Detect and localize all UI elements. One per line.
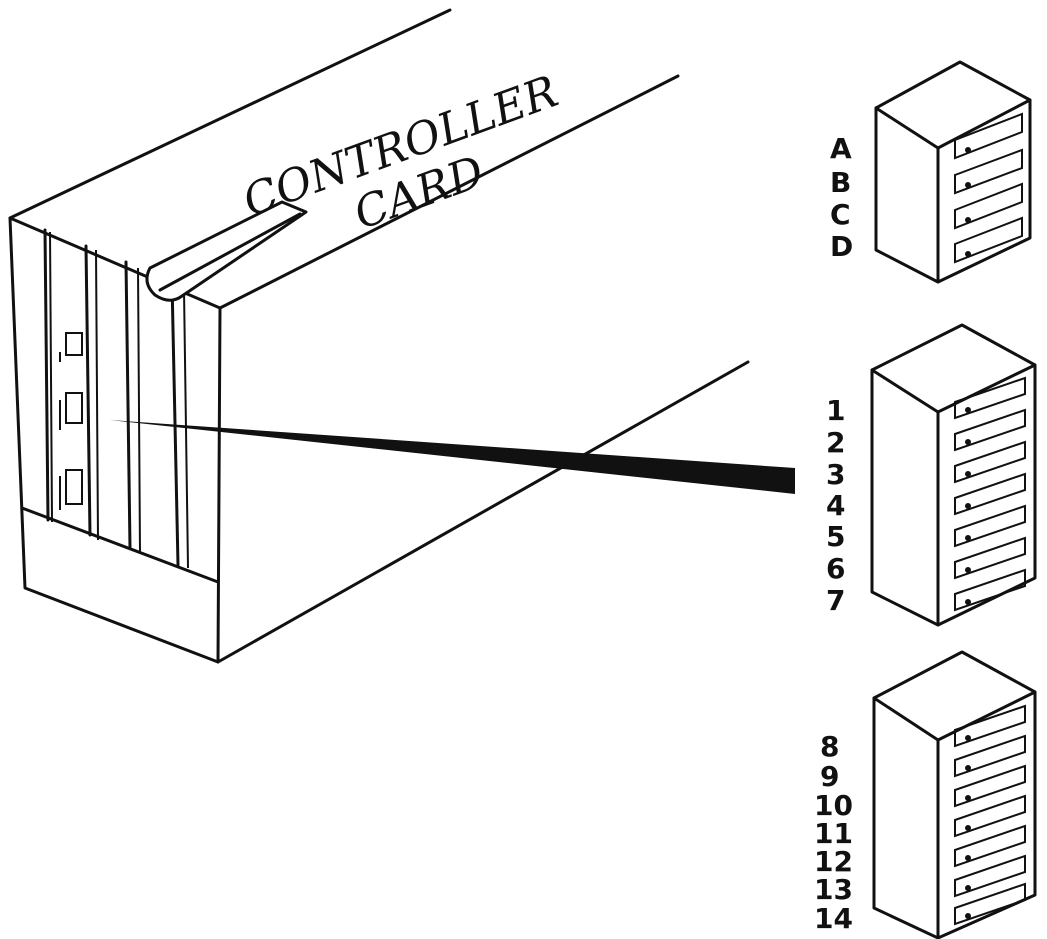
switch-label: 11 bbox=[814, 817, 853, 850]
switch-label: D bbox=[830, 230, 853, 263]
switch-label: 6 bbox=[826, 552, 845, 585]
pointer-wedge bbox=[110, 420, 795, 494]
switch-label: 3 bbox=[826, 458, 845, 491]
switch-label: 13 bbox=[814, 873, 853, 906]
switch-label: B bbox=[830, 166, 851, 199]
switch-label: 8 bbox=[820, 730, 839, 763]
switch-label: 9 bbox=[820, 760, 839, 793]
switch-label: A bbox=[830, 132, 852, 165]
computer-chassis bbox=[8, 8, 750, 664]
dip-switch-bank-1-7: 1 2 3 4 5 6 7 bbox=[826, 323, 1037, 627]
dip-switch-toggles-8-14 bbox=[954, 704, 1026, 926]
dip-switch-toggles-1-7 bbox=[954, 376, 1026, 612]
switch-label: 12 bbox=[814, 845, 853, 878]
controller-card-annotation: CONTROLLER CARD bbox=[237, 66, 565, 240]
switch-label: 10 bbox=[814, 789, 853, 822]
switch-label: 5 bbox=[826, 520, 845, 553]
switch-label: 1 bbox=[826, 394, 845, 427]
dip-switch-toggles-a-d bbox=[954, 112, 1023, 264]
switch-label: 4 bbox=[826, 489, 845, 522]
switch-label: 2 bbox=[826, 426, 845, 459]
switch-label: 7 bbox=[826, 584, 845, 617]
dip-switch-bank-a-d: A B C D bbox=[830, 60, 1032, 284]
dip-switch-bank-8-14: 8 9 10 11 12 13 14 bbox=[814, 650, 1037, 939]
switch-label: 14 bbox=[814, 902, 853, 935]
switch-label: C bbox=[830, 198, 851, 231]
